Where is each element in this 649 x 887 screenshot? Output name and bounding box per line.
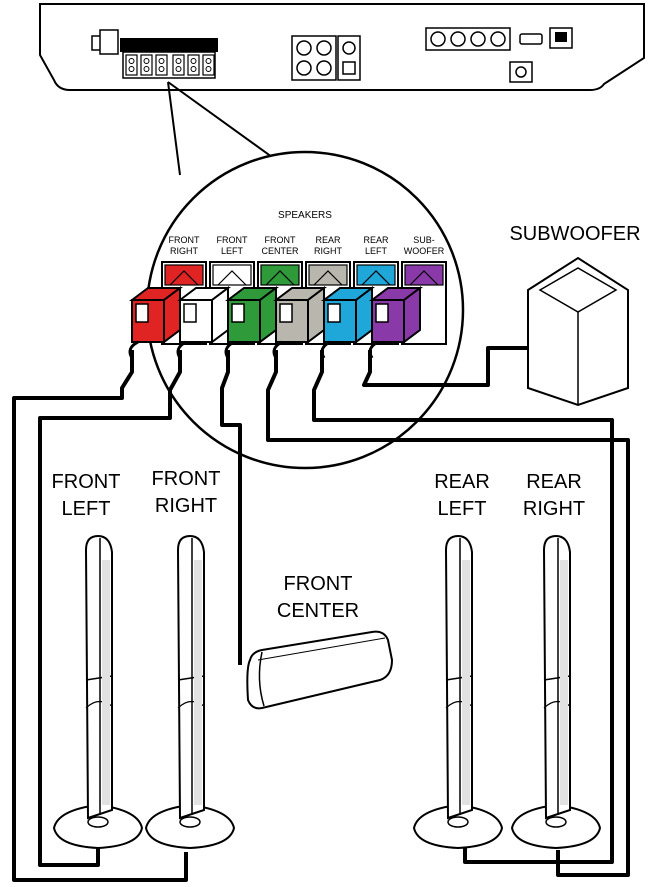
speaker-labels: FRONT LEFT FRONT RIGHT FRONT CENTER REAR… — [52, 468, 586, 622]
connector-label-front-left-line1: FRONT — [217, 235, 248, 245]
terminal-slot — [187, 54, 200, 76]
connector-label-front-center-line1: FRONT — [265, 235, 296, 245]
connector-label-rear-left-line2: LEFT — [365, 246, 388, 256]
front-right-label-line1: FRONT — [152, 468, 221, 490]
tower-speaker-front-left — [52, 534, 144, 850]
front-center-label-line1: FRONT — [284, 573, 353, 595]
av-connectors — [425, 27, 573, 83]
main-unit — [39, 3, 645, 91]
rear-left-label-line2: LEFT — [438, 498, 487, 520]
speakers-title: SPEAKERS — [278, 210, 332, 221]
rear-right-label-line2: RIGHT — [523, 498, 585, 520]
connector-label-subwoofer-line1: SUB- — [413, 235, 435, 245]
tower-speaker-rear-right — [510, 534, 602, 850]
speaker-terminal-block — [120, 38, 218, 79]
cable-rear-right — [266, 350, 630, 877]
plug-rear-right — [272, 286, 327, 359]
hdmi-port — [519, 33, 543, 45]
plug-front-left — [176, 286, 231, 359]
connector-label-rear-left-line1: REAR — [363, 235, 389, 245]
cable-front-right — [12, 350, 188, 882]
speaker-cables — [12, 346, 630, 882]
connector-label-rear-right-line2: RIGHT — [314, 246, 343, 256]
connector-label-front-right-line2: RIGHT — [170, 246, 199, 256]
plug-subwoofer — [368, 286, 423, 359]
connector-label-front-left-line2: LEFT — [221, 246, 244, 256]
speakers-panel: SPEAKERS FRONTRIGHTFRONTLEFTFRONTCENTERR… — [128, 210, 447, 359]
terminal-slot — [202, 54, 215, 76]
rear-right-label-line1: REAR — [526, 471, 582, 493]
plug-front-center — [224, 286, 279, 359]
front-left-label-line1: FRONT — [52, 471, 121, 493]
connector-label-front-center-line2: CENTER — [261, 246, 299, 256]
connector-label-front-right-line1: FRONT — [169, 235, 200, 245]
front-right-label-line2: RIGHT — [155, 495, 217, 517]
cable-subwoofer — [362, 346, 530, 387]
front-center-label-line2: CENTER — [277, 600, 359, 622]
subwoofer-speaker: SUBWOOFER — [509, 223, 641, 407]
cable-front-left — [38, 350, 182, 867]
power-clip — [99, 29, 119, 55]
plug-rear-left — [320, 286, 375, 359]
terminal-slot — [125, 54, 138, 76]
cable-rear-left — [312, 350, 614, 864]
front-center-speaker — [246, 630, 394, 710]
audio-jacks — [291, 35, 361, 81]
front-left-label-line2: LEFT — [62, 498, 111, 520]
tower-speaker-front-right — [144, 534, 236, 850]
tower-speaker-rear-left — [412, 534, 504, 850]
rear-left-label-line1: REAR — [434, 471, 490, 493]
terminal-slot — [172, 54, 185, 76]
connector-label-rear-right-line1: REAR — [315, 235, 341, 245]
connector-label-subwoofer-line2: WOOFER — [404, 246, 445, 256]
subwoofer-label: SUBWOOFER — [509, 223, 640, 245]
terminal-slot — [140, 54, 153, 76]
cable-front-center — [220, 350, 242, 665]
terminal-slot — [155, 54, 168, 76]
